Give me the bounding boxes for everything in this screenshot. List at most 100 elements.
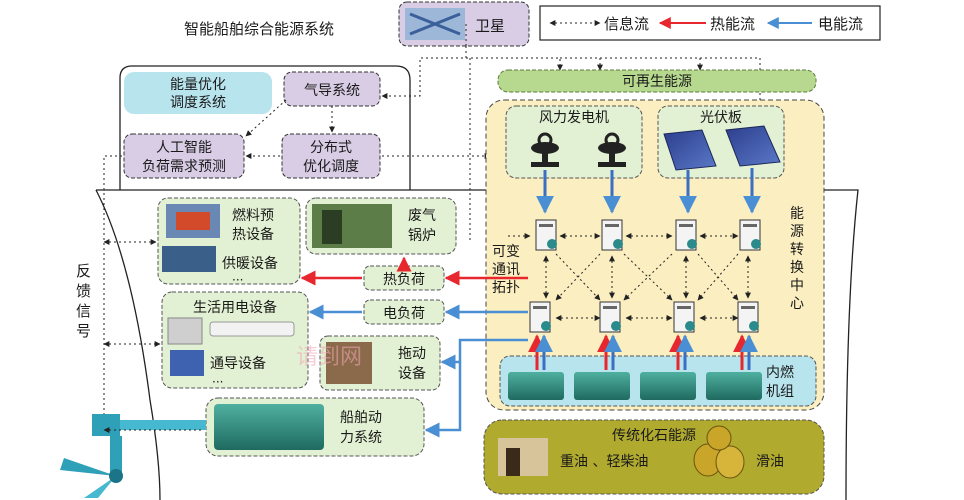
svg-text:供暖设备: 供暖设备 — [222, 255, 278, 272]
wind-generator-label: 风力发电机 — [539, 110, 609, 126]
svg-text:力系统: 力系统 — [340, 430, 382, 446]
appliance-icon — [167, 317, 203, 345]
drag-equipment-icon — [326, 342, 372, 384]
converter-node — [535, 219, 557, 251]
conversion-center-label: 能 源 转 换 中 心 — [790, 206, 804, 312]
converter-node — [599, 301, 621, 333]
renewable-energy-bar: 可再生能源 — [497, 69, 817, 93]
svg-text:馈: 馈 — [76, 282, 91, 300]
converter-node — [675, 219, 697, 251]
legend-power-label: 电能流 — [818, 15, 863, 33]
propulsion-system-box: 船舶动 力系统 — [205, 397, 425, 457]
svg-text:负荷需求预测: 负荷需求预测 — [142, 159, 226, 175]
svg-text:热设备: 热设备 — [232, 226, 274, 243]
pv-panel-icon — [663, 129, 717, 171]
svg-text:···: ··· — [212, 375, 223, 389]
svg-text:船舶动: 船舶动 — [340, 410, 382, 426]
domestic-electric-box: 生活用电设备 通导设备 ··· — [161, 291, 309, 389]
svg-text:分布式: 分布式 — [310, 140, 352, 156]
energy-optimization-box: 能量优化 调度系统 — [124, 72, 272, 114]
power-load-box: 电负荷 — [363, 299, 445, 325]
legend-heat-label: 热能流 — [710, 15, 755, 33]
fossil-oil-label: 重油 、轻柴油 — [560, 454, 648, 470]
control-room-outline — [119, 65, 411, 190]
svg-text:气导系统: 气导系统 — [304, 83, 360, 99]
distributed-dispatch-box: 分布式 优化调度 — [281, 133, 381, 179]
converter-node — [739, 219, 761, 251]
svg-text:能: 能 — [790, 206, 804, 222]
svg-text:设备: 设备 — [398, 365, 426, 382]
converter-node — [601, 219, 623, 251]
exhaust-boiler-box: 废气 锅炉 — [305, 197, 457, 255]
fossil-energy-box: 传统化石能源 重油 、轻柴油 滑油 — [483, 419, 825, 495]
air-conditioner-icon — [209, 321, 295, 337]
svg-text:可变: 可变 — [492, 244, 520, 260]
svg-text:燃料预: 燃料预 — [232, 207, 274, 224]
hull-deck-line — [96, 189, 859, 500]
fossil-lube-label: 滑油 — [756, 453, 784, 470]
svg-text:能量优化: 能量优化 — [170, 77, 226, 93]
svg-text:电负荷: 电负荷 — [383, 306, 425, 322]
svg-text:···: ··· — [232, 273, 243, 287]
svg-text:废气: 废气 — [408, 208, 436, 224]
engine-icon — [706, 372, 762, 400]
wind-turbine-icon — [598, 132, 626, 167]
svg-text:拖动: 拖动 — [398, 346, 426, 362]
hull-bow-line — [95, 189, 161, 500]
engine-icon — [574, 372, 630, 400]
engine-icon — [640, 372, 696, 400]
pv-panel-icon — [725, 125, 781, 167]
pv-panel-label: 光伏板 — [700, 110, 742, 126]
feedback-signal-label: 反 馈 信 号 — [76, 262, 91, 340]
propulsion-engine-icon — [214, 404, 324, 450]
legend-info-label: 信息流 — [604, 15, 649, 33]
svg-text:人工智能: 人工智能 — [156, 140, 212, 156]
power-flow-lines — [308, 304, 528, 438]
svg-text:通导设备: 通导设备 — [210, 355, 266, 372]
svg-text:源: 源 — [790, 224, 804, 240]
fuel-preheat-box: 燃料预 热设备 供暖设备 ··· — [157, 197, 301, 287]
heat-load-box: 热负荷 — [363, 265, 445, 291]
converter-nodes — [529, 219, 761, 333]
converter-node — [737, 301, 759, 333]
combustion-engine-group: 内燃 机组 — [499, 355, 817, 407]
svg-text:锅炉: 锅炉 — [408, 228, 436, 244]
navigation-device-icon — [170, 350, 204, 376]
engine-output-arrows — [528, 334, 758, 370]
oil-pump-icon — [498, 438, 548, 476]
svg-text:热负荷: 热负荷 — [383, 272, 425, 288]
svg-text:调度系统: 调度系统 — [170, 95, 226, 111]
pv-panel-group: 光伏板 — [657, 105, 785, 179]
svg-text:可再生能源: 可再生能源 — [622, 74, 692, 90]
svg-text:转: 转 — [790, 242, 804, 258]
watermark-text: 请到网 — [296, 345, 362, 370]
heating-equipment-icon — [162, 246, 216, 272]
svg-text:通讯: 通讯 — [492, 262, 520, 278]
weather-navigation-box: 气导系统 — [283, 71, 381, 107]
converter-node — [673, 301, 695, 333]
ai-load-forecast-box: 人工智能 负荷需求预测 — [123, 133, 245, 179]
svg-text:心: 心 — [790, 296, 804, 312]
svg-text:生活用电设备: 生活用电设备 — [193, 299, 277, 316]
legend: 信息流 热能流 电能流 — [539, 5, 881, 41]
wind-generator-group: 风力发电机 — [505, 105, 643, 179]
svg-text:换: 换 — [790, 259, 804, 276]
wind-turbine-icon — [531, 132, 559, 167]
engine-icon — [508, 372, 564, 400]
svg-text:信: 信 — [76, 302, 91, 320]
svg-text:拓扑: 拓扑 — [492, 280, 520, 296]
control-info-arrows — [103, 24, 491, 430]
svg-text:内燃: 内燃 — [766, 364, 794, 381]
svg-text:中: 中 — [790, 278, 804, 294]
feedback-info-arrows — [103, 239, 204, 433]
variable-topology-label: 可变 通讯 拓扑 — [492, 244, 520, 296]
heat-flow-lines — [300, 256, 528, 286]
svg-text:号: 号 — [76, 322, 91, 340]
drag-equipment-box: 拖动 设备 — [319, 335, 441, 391]
svg-text:反: 反 — [76, 262, 91, 280]
satellite-node: 卫星 — [398, 1, 530, 47]
satellite-label: 卫星 — [475, 17, 505, 35]
propeller-shaft-icon — [60, 414, 206, 498]
